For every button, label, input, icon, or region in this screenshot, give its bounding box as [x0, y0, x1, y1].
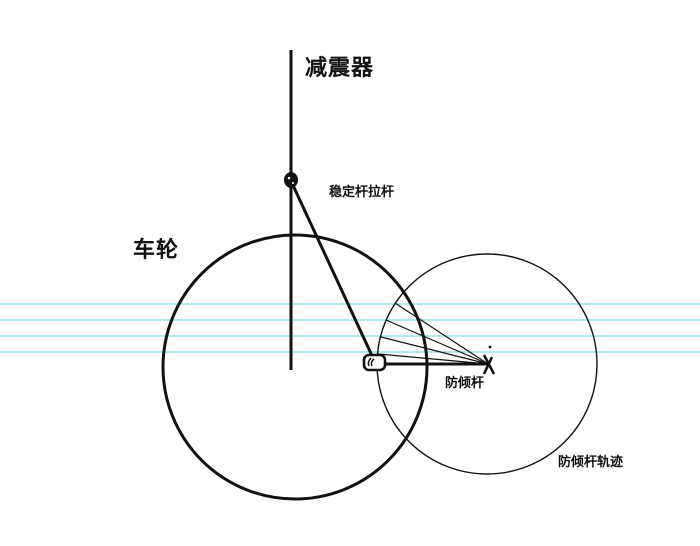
stabilizer-link-label: 稳定杆拉杆 — [329, 185, 395, 200]
pivot-icon — [482, 345, 496, 375]
stabilizer-link-line — [289, 180, 376, 361]
fan-lines — [377, 302, 489, 365]
shock-absorber-label: 减震器 — [305, 56, 375, 81]
wheel-label: 车轮 — [133, 238, 180, 263]
anti-roll-bar-label: 防倾杆 — [445, 376, 485, 391]
top-joint-icon — [284, 172, 298, 188]
anti-roll-bar-trajectory-label: 防倾杆轨迹 — [558, 455, 624, 470]
wheel-circle — [161, 233, 429, 501]
guide-lines — [0, 303, 700, 353]
bottom-joint-icon — [362, 353, 387, 372]
